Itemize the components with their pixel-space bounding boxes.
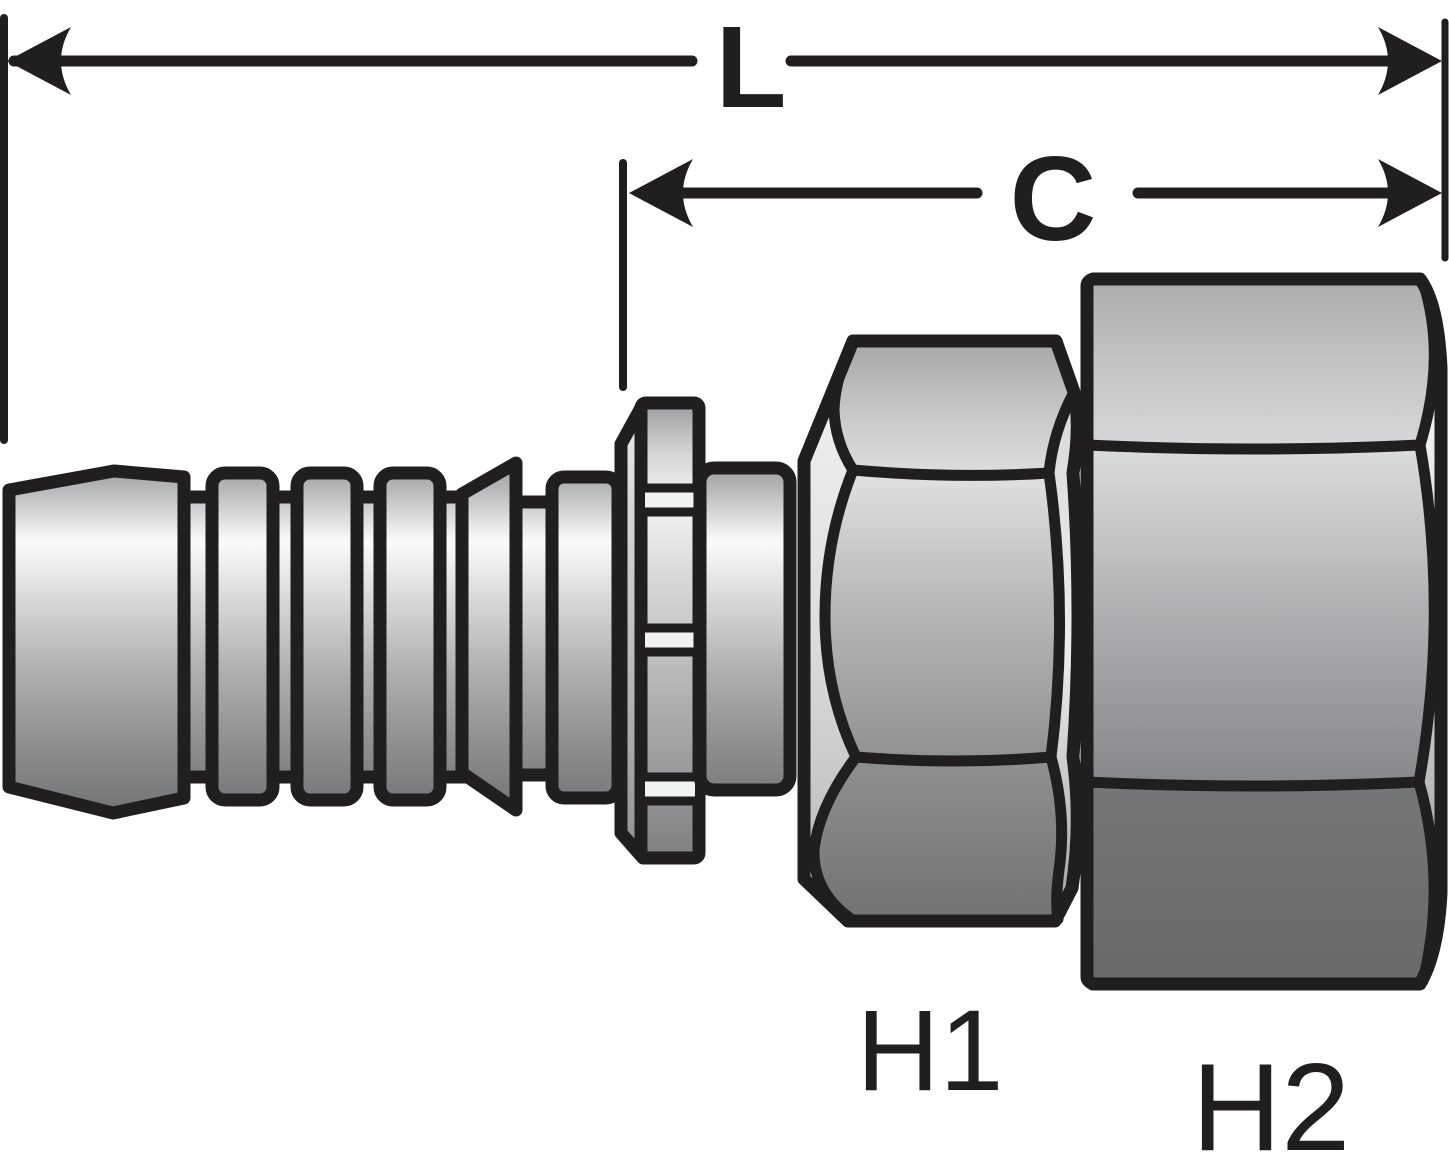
h2-bottom-facet [1087,782,1441,984]
dimension-label-L: L [716,2,787,132]
arrowhead-left-icon [7,27,71,95]
h1-left-facet-curve [808,335,862,925]
barb-ridge [205,466,280,807]
arrowhead-right-icon [1378,159,1442,227]
collar-slots [641,483,699,806]
h1-bottom-facet [804,757,1078,921]
part-label-H1: H1 [856,987,1003,1115]
arrowhead-right-icon [1378,27,1442,95]
h1-mid-facet [804,473,1078,757]
arrowhead-left-icon [629,159,693,227]
hex-nut-h2 [1080,272,1448,991]
collar-slot [645,630,695,650]
collar-slot [645,490,695,510]
dimension-label-C: C [1010,132,1097,266]
collar-slot [645,779,695,799]
h2-facet-line [1081,776,1425,792]
dimension-C: C [619,18,1449,391]
hex-nut-h1 [797,334,1085,928]
h1-outline [797,334,1085,928]
h1-facet-line [847,464,1055,481]
flare-cone [455,456,523,817]
fitting-illustration [2,272,1448,991]
nose-cone [2,464,191,820]
h2-outline [1080,272,1448,991]
h1-right-facet-curve [1043,386,1080,925]
barb-ridge [290,466,364,807]
h1-facet-line [850,751,1057,767]
h2-top-facet [1087,279,1441,445]
stem-cylinder [545,470,625,805]
dimension-L: L [0,2,1442,444]
h2-right-facet-curve [1413,276,1440,987]
h2-mid-facet [1087,445,1441,782]
barb-ridge [373,466,447,807]
part-label-H2: H2 [1192,1039,1351,1170]
collar-cylinder [693,461,797,797]
h2-facet-line [1081,439,1426,455]
